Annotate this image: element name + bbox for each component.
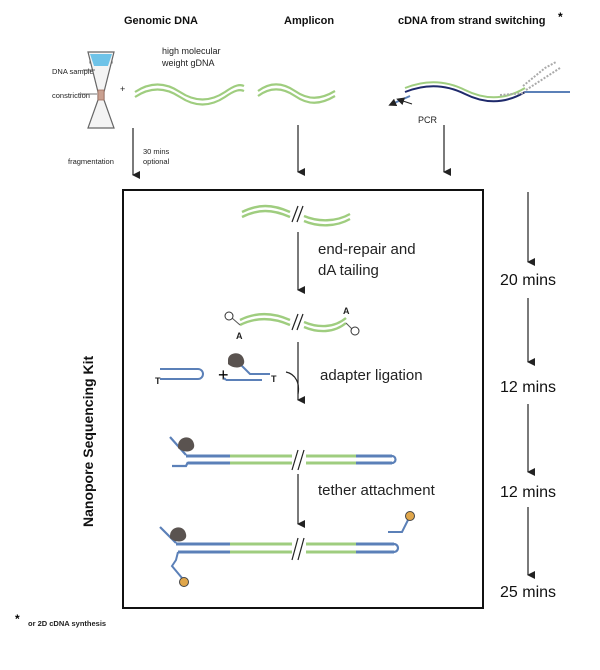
footnote-text: or 2D cDNA synthesis bbox=[28, 619, 107, 628]
thirty-mins-label: 30 mins bbox=[143, 147, 170, 156]
time-label-3: 12 mins bbox=[500, 484, 557, 501]
amplicon-strand bbox=[257, 83, 336, 104]
hmw-label-line1: high molecular bbox=[162, 46, 221, 56]
end-repair-label-line1: end-repair and bbox=[318, 241, 416, 258]
header-cdna: cDNA from strand switching bbox=[398, 15, 546, 27]
t-label-right: T bbox=[271, 374, 277, 384]
header-genomic-dna: Genomic DNA bbox=[124, 15, 198, 27]
optional-label: optional bbox=[143, 157, 170, 166]
fragmented-dna bbox=[241, 204, 351, 227]
sample-tube-icon bbox=[78, 51, 115, 129]
header-amplicon: Amplicon bbox=[284, 15, 335, 27]
fragmentation-label: fragmentation bbox=[68, 157, 114, 166]
time-label-1: 20 mins bbox=[500, 272, 557, 289]
adapter-ligation-label: adapter ligation bbox=[320, 367, 423, 384]
tethered-dna bbox=[159, 519, 409, 579]
time-label-4: 25 mins bbox=[500, 584, 557, 601]
plus-sign: + bbox=[120, 84, 126, 94]
time-label-2: 12 mins bbox=[500, 379, 557, 396]
end-repair-label-line2: dA tailing bbox=[318, 262, 379, 279]
tether-bead-icon-right bbox=[405, 511, 415, 521]
pcr-label: PCR bbox=[418, 115, 438, 125]
motor-protein-icon-2 bbox=[178, 437, 195, 452]
motor-protein-icon-3 bbox=[170, 527, 187, 542]
dna-sample-label: DNA sample bbox=[52, 67, 94, 76]
hmw-label-line2: weight gDNA bbox=[162, 58, 215, 68]
cdna-strand bbox=[388, 61, 570, 107]
motor-protein-icon bbox=[228, 353, 245, 368]
end-repaired-dna bbox=[224, 311, 360, 336]
header-asterisk: * bbox=[558, 10, 563, 24]
constriction-label: constriction bbox=[52, 91, 90, 100]
adapted-dna bbox=[169, 436, 397, 471]
kit-box bbox=[122, 189, 484, 609]
t-label-left: T bbox=[155, 376, 161, 386]
ligation-plus-sign: + bbox=[218, 365, 229, 385]
hairpin-adapter bbox=[160, 368, 204, 380]
tether-bead-icon-left bbox=[179, 577, 189, 587]
hmw-gdna-strand bbox=[134, 83, 245, 106]
ligation-curve-arrow bbox=[285, 371, 300, 395]
tether-attachment-label: tether attachment bbox=[318, 482, 435, 499]
footnote-asterisk: * bbox=[15, 612, 20, 626]
a-label-right: A bbox=[343, 306, 350, 316]
a-label-left: A bbox=[236, 331, 243, 341]
